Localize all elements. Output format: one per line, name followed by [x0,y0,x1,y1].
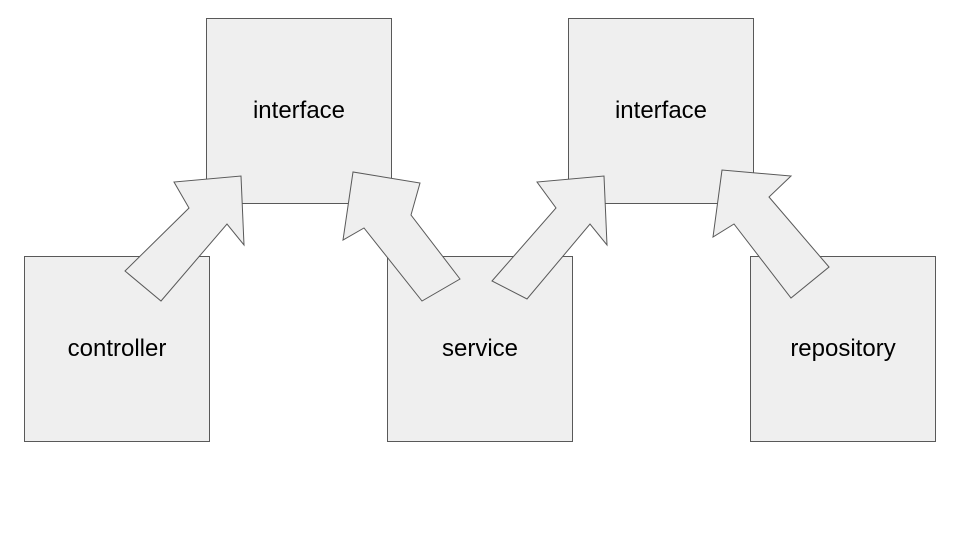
interface-box: interface [568,18,754,204]
controller-label: controller [67,335,167,362]
repository-box: repository [750,256,936,442]
interface-label: interface [614,97,708,124]
service-box: service [387,256,573,442]
controller-box: controller [24,256,210,442]
interface-box: interface [206,18,392,204]
interface-label: interface [252,97,346,124]
service-label: service [441,335,519,362]
repository-label: repository [790,335,896,362]
